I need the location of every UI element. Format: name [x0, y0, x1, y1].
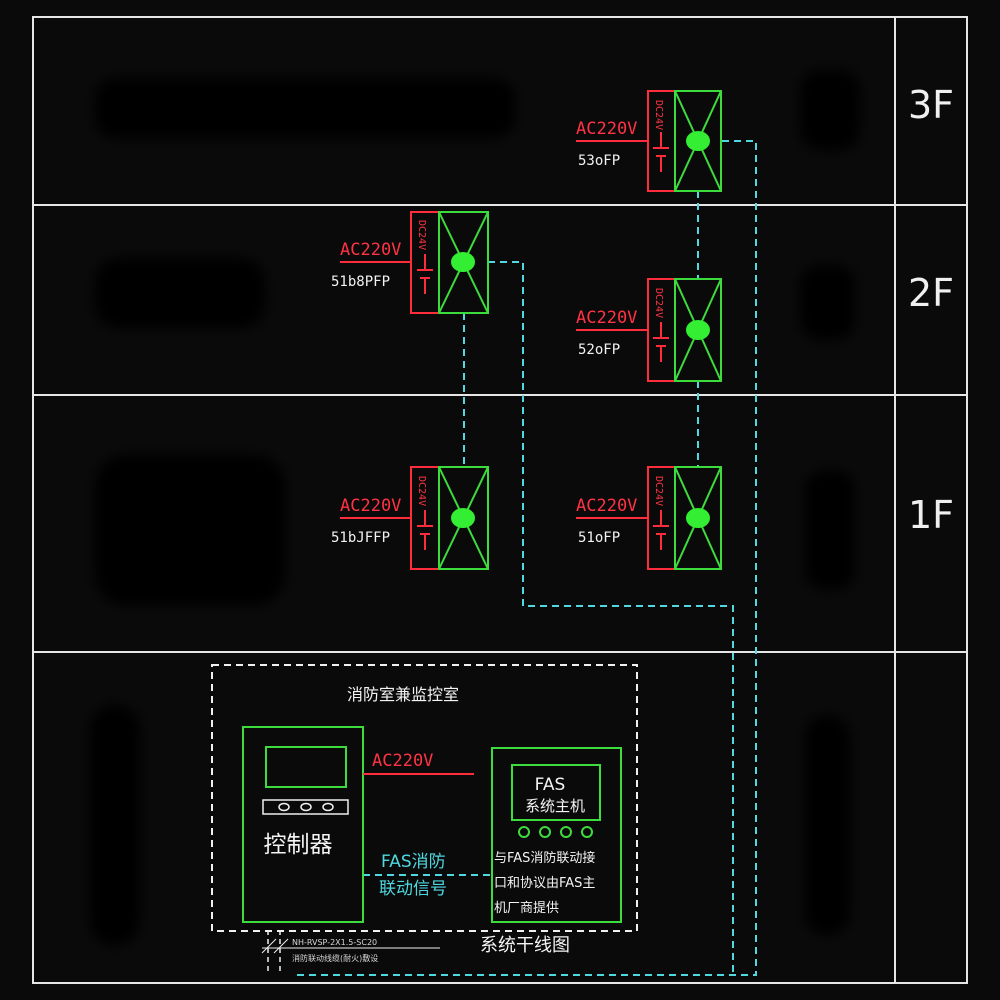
fas-signal-label-2: 联动信号: [379, 879, 447, 899]
device-voltage-vertical: DC24V: [416, 476, 427, 506]
device-voltage-label: AC220V: [576, 119, 637, 139]
device-code-label: 51b8PFP: [331, 274, 390, 290]
control-room-title: 消防室兼监控室: [347, 685, 459, 704]
device-voltage-label: AC220V: [576, 496, 637, 516]
cable-spec-label: NH-RVSP-2X1.5-SC20: [292, 938, 377, 947]
fas-indicator: [539, 826, 551, 838]
device-voltage-label: AC220V: [340, 240, 401, 260]
device-code-label: 51bJFFP: [331, 530, 390, 546]
controller-button-strip: [262, 799, 349, 815]
fas-indicator: [581, 826, 593, 838]
device-2f-b[interactable]: DC24V AC220V 52oFP: [576, 278, 722, 382]
signal-trunk-lines: [297, 140, 757, 976]
device-voltage-vertical: DC24V: [653, 288, 664, 318]
device-code-label: 53oFP: [578, 153, 620, 169]
diagram-caption: 系统干线图: [480, 935, 570, 956]
control-room-boundary: [211, 664, 638, 932]
fas-note-line-2: 口和协议由FAS主: [494, 876, 595, 891]
controller-screen: [265, 746, 347, 788]
fas-signal-label-1: FAS消防: [381, 852, 446, 872]
battery-icon: [653, 510, 669, 550]
device-3f[interactable]: DC24V AC220V 53oFP: [576, 90, 722, 192]
background-shapes: [90, 70, 860, 945]
fas-note-line-3: 机厂商提供: [494, 900, 559, 916]
battery-icon: [653, 132, 669, 172]
device-code-label: 52oFP: [578, 342, 620, 358]
lamp-icon: [686, 320, 710, 340]
device-1f-b[interactable]: DC24V AC220V 51oFP: [576, 466, 722, 570]
lamp-icon: [451, 508, 475, 528]
building-frame: [32, 16, 968, 984]
controller-button[interactable]: [322, 802, 334, 812]
device-voltage-label: AC220V: [576, 308, 637, 328]
fas-title: FAS: [535, 775, 566, 795]
fas-host-unit[interactable]: FAS 系统主机 与FAS消防联动接 口和协议由FAS主 机厂商提供: [491, 747, 622, 923]
controller-supply-label: AC220V: [372, 751, 433, 771]
device-voltage-vertical: DC24V: [653, 476, 664, 506]
battery-icon: [653, 322, 669, 362]
cable-note-label: 消防联动线缆(耐火)敷设: [292, 953, 378, 963]
device-code-label: 51oFP: [578, 530, 620, 546]
fas-screen: [511, 764, 601, 821]
controller-unit[interactable]: 控制器: [242, 726, 364, 923]
cable-callout: NH-RVSP-2X1.5-SC20 消防联动线缆(耐火)敷设: [261, 930, 440, 975]
lamp-icon: [686, 508, 710, 528]
controller-label: 控制器: [264, 832, 333, 858]
floor-label-2f: 2F: [908, 271, 954, 315]
floor-label-1f: 1F: [908, 493, 954, 537]
fas-indicator: [518, 826, 530, 838]
fas-indicator: [560, 826, 572, 838]
controller-button[interactable]: [278, 802, 290, 812]
battery-icon: [417, 510, 433, 550]
fas-subtitle: 系统主机: [525, 797, 585, 815]
controller-button[interactable]: [300, 802, 312, 812]
battery-icon: [417, 254, 433, 294]
lamp-icon: [686, 131, 710, 151]
device-2f-a[interactable]: DC24V AC220V 51b8PFP: [331, 211, 489, 314]
device-voltage-label: AC220V: [340, 496, 401, 516]
device-voltage-vertical: DC24V: [416, 220, 427, 250]
device-1f-a[interactable]: DC24V AC220V 51bJFFP: [331, 466, 489, 570]
lamp-icon: [451, 252, 475, 272]
fas-note-line-1: 与FAS消防联动接: [494, 850, 595, 866]
device-voltage-vertical: DC24V: [653, 100, 664, 130]
floor-label-3f: 3F: [908, 83, 954, 127]
